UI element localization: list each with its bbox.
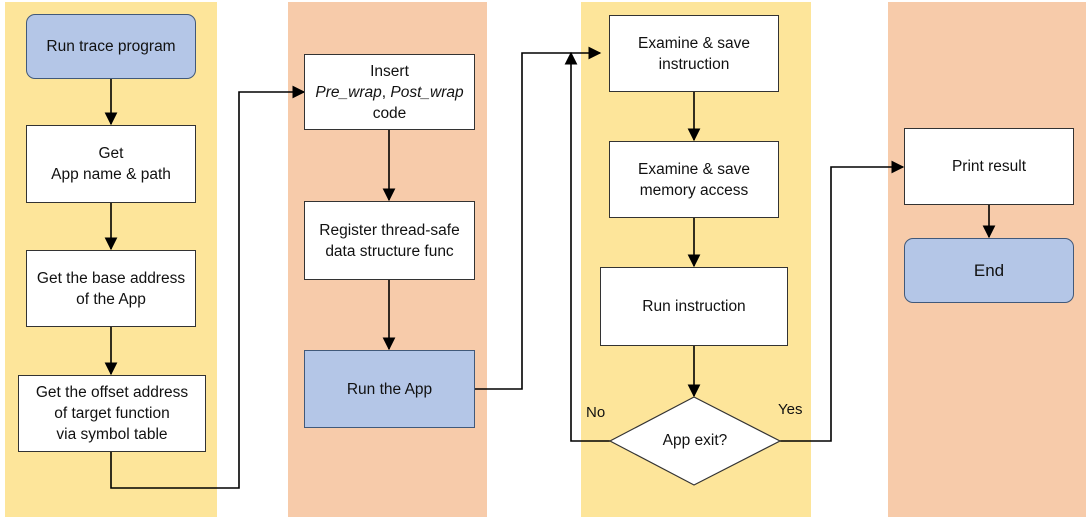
branch-label-yes: Yes: [778, 401, 803, 418]
pre-wrap-label: Pre_wrap: [315, 83, 382, 101]
examine-instruction-node: Examine & save instruction: [609, 15, 779, 92]
insert-code-node: Insert Pre_wrap, Post_wrap code: [304, 54, 475, 130]
run-trace-program-node: Run trace program: [26, 14, 196, 79]
examine-instruction-line1: Examine & save: [638, 34, 750, 52]
register-thread-safe-line2: data structure func: [325, 242, 454, 260]
branch-label-no: No: [586, 404, 606, 421]
get-offset-address-line3: via symbol table: [56, 426, 168, 443]
get-base-address-line1: Get the base address: [36, 269, 186, 287]
get-offset-address-line1: Get the offset address: [35, 384, 189, 401]
wrap-separator: ,: [381, 83, 391, 101]
app-exit-decision-label: App exit?: [662, 432, 728, 449]
run-instruction-label: Run instruction: [642, 298, 746, 315]
end-label: End: [973, 261, 1005, 280]
print-result-node: Print result: [904, 128, 1074, 205]
get-app-name-line2: App name & path: [51, 166, 171, 183]
examine-instruction-line2: instruction: [658, 55, 730, 73]
get-offset-address-line2: of target function: [54, 405, 170, 422]
run-trace-program-label: Run trace program: [46, 38, 176, 55]
edge-run-app-to-examine-instruction: [474, 46, 602, 390]
edge-decision-no-loop: [564, 51, 610, 442]
get-base-address-node: Get the base address of the App: [26, 250, 196, 327]
examine-memory-line1: Examine & save: [638, 160, 750, 178]
examine-memory-line2: memory access: [639, 181, 749, 199]
register-thread-safe-node: Register thread-safe data structure func: [304, 201, 475, 280]
end-node: End: [904, 238, 1074, 303]
edge-decision-yes-to-print: [780, 160, 905, 442]
insert-code-line1: Insert: [370, 62, 409, 80]
get-offset-address-node: Get the offset address of target functio…: [18, 375, 206, 452]
post-wrap-label: Post_wrap: [390, 83, 464, 101]
print-result-label: Print result: [951, 158, 1027, 175]
run-the-app-node: Run the App: [304, 350, 475, 428]
examine-memory-node: Examine & save memory access: [609, 141, 779, 218]
get-app-name-line1: Get: [98, 145, 124, 162]
app-exit-decision-diamond: [608, 396, 782, 486]
get-base-address-line2: of the App: [76, 290, 146, 308]
run-the-app-label: Run the App: [346, 380, 433, 398]
get-app-name-node: Get App name & path: [26, 125, 196, 203]
run-instruction-node: Run instruction: [600, 267, 788, 346]
edge-offset-to-insert: [110, 85, 306, 489]
insert-code-line3: code: [372, 104, 407, 122]
register-thread-safe-line1: Register thread-safe: [319, 221, 460, 239]
insert-code-line2: Pre_wrap, Post_wrap: [315, 82, 463, 103]
